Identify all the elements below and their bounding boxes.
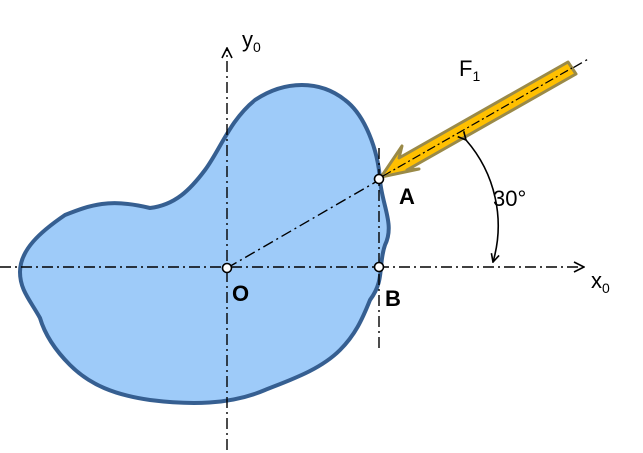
point-b-marker [373, 261, 385, 273]
label-o: O [232, 281, 249, 306]
line-of-action [226, 57, 591, 269]
label-x0-sub: 0 [602, 280, 610, 296]
label-b: B [385, 286, 401, 311]
rigid-body [18, 83, 391, 405]
force-arrow-centerline [382, 67, 573, 177]
point-o-marker [221, 262, 233, 274]
label-y0-sub: 0 [253, 39, 261, 55]
label-f1-sub: 1 [472, 68, 480, 84]
label-y0: y0 [242, 27, 261, 55]
label-x0: x0 [591, 268, 610, 296]
label-a: A [399, 184, 415, 209]
point-a-marker [373, 173, 385, 185]
label-f1-base: F [459, 56, 472, 81]
label-x0-base: x [591, 268, 602, 293]
label-f1: F1 [459, 56, 480, 84]
label-y0-base: y [242, 27, 253, 52]
force-arrow-f1 [379, 60, 578, 179]
label-angle: 30° [493, 186, 526, 211]
angle-arc [466, 140, 498, 262]
